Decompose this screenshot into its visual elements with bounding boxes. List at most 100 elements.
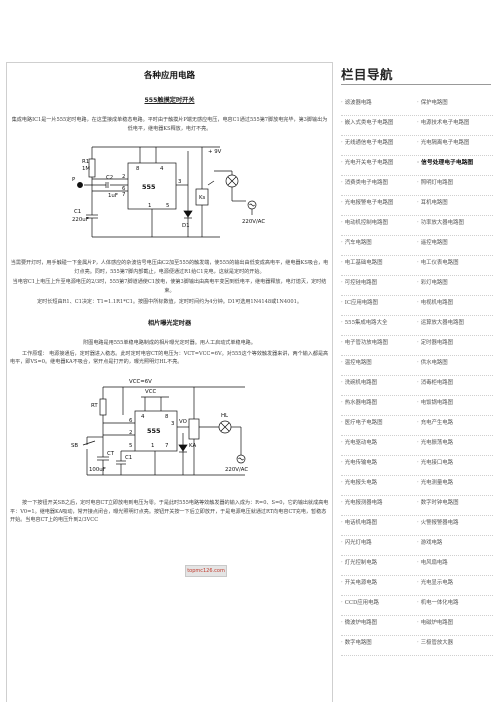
sidebar-link[interactable]: ·定时器电路图: [417, 339, 493, 347]
sidebar-link[interactable]: ·开关电源电路: [341, 579, 417, 587]
sidebar-link[interactable]: ·滤波器电路: [341, 99, 417, 107]
pin-label: 7: [165, 443, 168, 449]
sidebar-link[interactable]: ·灯光控制电路: [341, 559, 417, 567]
pin-label: 5: [166, 203, 169, 209]
sidebar-link[interactable]: ·游戏电路: [417, 539, 493, 547]
sidebar-row: ·数字电路图·三极管放大器: [341, 636, 493, 656]
sidebar-link[interactable]: ·信号处理电子电路图: [417, 159, 493, 167]
sidebar-link[interactable]: ·运算放大器电路图: [417, 319, 493, 327]
sidebar-link[interactable]: ·充电产生电路: [417, 419, 493, 427]
sidebar-title: 栏目导航: [341, 67, 394, 82]
bullet-icon: ·: [417, 420, 419, 426]
sidebar-link[interactable]: ·光电传输电路: [341, 459, 417, 467]
sidebar-link-label: 数字电路图: [344, 640, 372, 646]
sidebar-link-label: 光电传输电路: [344, 460, 378, 466]
sidebar-link[interactable]: ·电子管功放电路图: [341, 339, 417, 347]
section2-body2: 按一下按钮开关SB之后，定时电容CT立即放电到电压为零。于是此时555电路等效触…: [10, 499, 329, 524]
sidebar-link-label: 光电测量电路: [420, 480, 454, 486]
sidebar-link[interactable]: ·电工仪表电路图: [417, 259, 493, 267]
sidebar-link[interactable]: ·电视机电路图: [417, 299, 493, 307]
sidebar-link[interactable]: ·耳机电路图: [417, 199, 493, 207]
sidebar-link[interactable]: ·供水电路图: [417, 359, 493, 367]
sidebar-link[interactable]: ·闪光灯电路: [341, 539, 417, 547]
sidebar-link-label: 电源技术电子电路图: [420, 120, 470, 126]
sidebar-link[interactable]: ·电饭锅电路图: [417, 399, 493, 407]
sidebar-link[interactable]: ·光电测量电路: [417, 479, 493, 487]
sidebar-link[interactable]: ·光电显示电路: [417, 579, 493, 587]
sidebar-row: ·光电传输电路·光电接口电路: [341, 456, 493, 476]
sidebar-link[interactable]: ·数字时钟电路图: [417, 499, 493, 507]
bullet-icon: ·: [341, 280, 343, 286]
sidebar-row: ·灯光控制电路·电风扇电路: [341, 556, 493, 576]
sidebar-row: ·可控硅电路图·彩灯电路图: [341, 276, 493, 296]
sidebar-link[interactable]: ·照明灯电路图: [417, 179, 493, 187]
bullet-icon: ·: [341, 620, 343, 626]
sidebar-link[interactable]: ·电话机电路图: [341, 519, 417, 527]
sidebar-link[interactable]: ·保护电路图: [417, 99, 493, 107]
label-ks: Ks: [199, 195, 206, 201]
sidebar-link[interactable]: ·光电振荡电路: [417, 439, 493, 447]
bullet-icon: ·: [341, 420, 343, 426]
bullet-icon: ·: [341, 260, 343, 266]
sidebar-link-label: 电话机电路图: [344, 520, 378, 526]
sidebar-link[interactable]: ·嵌入式类电子电路图: [341, 119, 417, 127]
bullet-icon: ·: [341, 320, 343, 326]
sidebar-link[interactable]: ·光电报警电子电路图: [341, 199, 417, 207]
article-panel: 各种应用电路 555触摸定时开关 集成电路IC1是一片555定时电路，在这里接成…: [6, 62, 333, 702]
bullet-icon: ·: [417, 140, 419, 146]
sidebar-link[interactable]: ·彩灯电路图: [417, 279, 493, 287]
bullet-icon: ·: [341, 220, 343, 226]
sidebar-link[interactable]: ·三极管放大器: [417, 639, 493, 647]
pin-label: 8: [136, 166, 140, 172]
sidebar-link[interactable]: ·IC应用电路图: [341, 299, 417, 307]
sidebar-link-label: 功率放大器电路图: [420, 220, 464, 226]
sidebar-link[interactable]: ·光电开关电子电路图: [341, 159, 417, 167]
sidebar-link[interactable]: ·洗碗机电路图: [341, 379, 417, 387]
sidebar-link-label: 滤波器电路: [344, 100, 372, 106]
sidebar-link[interactable]: ·电磁炉电路图: [417, 619, 493, 627]
sidebar-link[interactable]: ·电动机控制电路图: [341, 219, 417, 227]
pin-label: 5: [129, 443, 132, 449]
bullet-icon: ·: [341, 100, 343, 106]
sidebar-link[interactable]: ·温控电路图: [341, 359, 417, 367]
sidebar-link-label: 汽车电路图: [344, 240, 372, 246]
sidebar-row: ·电动机控制电路图·功率放大器电路图: [341, 216, 493, 236]
sidebar-link[interactable]: ·数字电路图: [341, 639, 417, 647]
label-vcc: + 9V: [208, 149, 222, 155]
sidebar-link[interactable]: ·无线通信电子电路图: [341, 139, 417, 147]
sidebar-link[interactable]: ·可控硅电路图: [341, 279, 417, 287]
sidebar-link[interactable]: ·555集成电路大全: [341, 319, 417, 327]
sidebar-link[interactable]: ·消费类电子电路图: [341, 179, 417, 187]
label-ic-555: 555: [142, 183, 156, 191]
sidebar-link[interactable]: ·消毒柜电路图: [417, 379, 493, 387]
sidebar-link[interactable]: ·机电一体化电路: [417, 599, 493, 607]
sidebar-row: ·IC应用电路图·电视机电路图: [341, 296, 493, 316]
sidebar-link[interactable]: ·电工基础电路图: [341, 259, 417, 267]
sidebar-link[interactable]: ·光电报头电路: [341, 479, 417, 487]
sidebar-link[interactable]: ·电源技术电子电路图: [417, 119, 493, 127]
sidebar-link[interactable]: ·光电报测器电路: [341, 499, 417, 507]
sidebar-row: ·汽车电路图·遥控电路图: [341, 236, 493, 256]
section1-body1: 当需要开灯时，用手触碰一下金属片P，人体感应的杂波信号电压由C2加至555的触发…: [10, 260, 329, 275]
sidebar-link-label: 耳机电路图: [420, 200, 448, 206]
bullet-icon: ·: [341, 140, 343, 146]
sidebar-link[interactable]: ·光电接口电路: [417, 459, 493, 467]
section1-body3: 定时长短由R1、C1决定：T1=1.1R1*C1。按图中所标数值，定时时间约为4…: [37, 298, 302, 305]
sidebar-link[interactable]: ·光电隔离电子电路图: [417, 139, 493, 147]
sidebar-row: ·电子管功放电路图·定时器电路图: [341, 336, 493, 356]
sidebar-link[interactable]: ·汽车电路图: [341, 239, 417, 247]
sidebar-link[interactable]: ·医疗电子电路图: [341, 419, 417, 427]
sidebar-link[interactable]: ·电风扇电路: [417, 559, 493, 567]
sidebar-link[interactable]: ·火警报警器电路: [417, 519, 493, 527]
sidebar-link[interactable]: ·热水器电路图: [341, 399, 417, 407]
sidebar-link[interactable]: ·微波炉电路图: [341, 619, 417, 627]
sidebar-link-label: 电工基础电路图: [344, 260, 383, 266]
bullet-icon: ·: [417, 260, 419, 266]
bullet-icon: ·: [417, 440, 419, 446]
sidebar-link[interactable]: ·光电驱动电路: [341, 439, 417, 447]
sidebar-link[interactable]: ·功率放大器电路图: [417, 219, 493, 227]
sidebar-link-label: 运算放大器电路图: [420, 320, 464, 326]
bullet-icon: ·: [417, 200, 419, 206]
sidebar-link[interactable]: ·遥控电路图: [417, 239, 493, 247]
sidebar-link[interactable]: ·CCD应用电路: [341, 599, 417, 607]
